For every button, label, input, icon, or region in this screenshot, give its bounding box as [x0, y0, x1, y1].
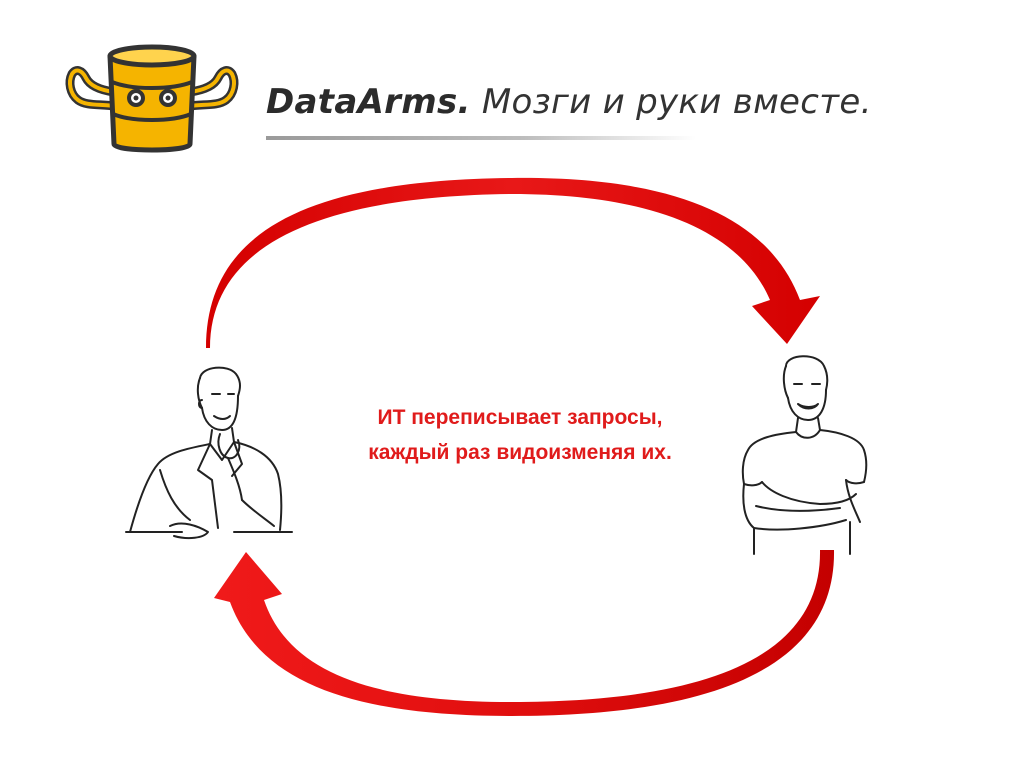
bottom-arrow-icon [214, 550, 835, 716]
caption-line: ИТ переписывает запросы, [377, 406, 663, 429]
diagram-caption: ИТ переписывает запросы, каждый раз видо… [300, 400, 740, 470]
tagline: Мозги и руки вместе. [481, 82, 872, 122]
page-title: DataArms. Мозги и руки вместе. [266, 82, 872, 122]
header-divider [266, 136, 696, 140]
top-arrow-icon [206, 177, 820, 348]
caption-line: каждый раз видоизменяя их. [368, 441, 672, 464]
dataarms-logo-icon [65, 44, 239, 153]
brand-name: DataArms. [266, 82, 471, 122]
business-person-icon [125, 366, 293, 540]
it-person-icon [741, 355, 868, 555]
